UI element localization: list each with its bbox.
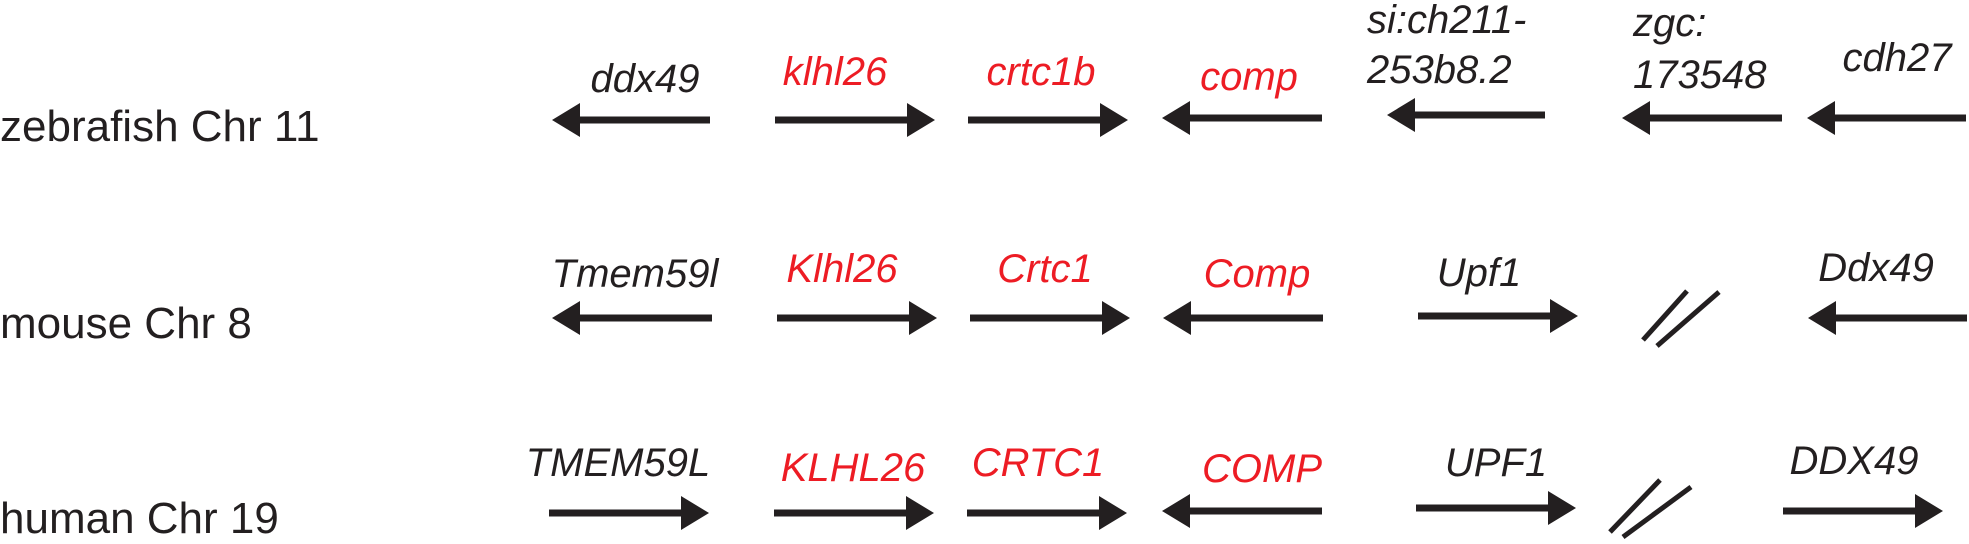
gene-upf1-mouse: Upf1: [1418, 251, 1578, 333]
gene-klhl26: klhl26: [775, 50, 935, 137]
gene-arrow: [549, 496, 709, 530]
row-label-human: human Chr 19: [0, 494, 279, 543]
gene-arrow: [1387, 98, 1545, 132]
gene-crtc1b: crtc1b: [968, 50, 1128, 137]
gene-comp: comp: [1162, 55, 1322, 135]
gene-arrow: [777, 301, 937, 335]
gene-arrow: [774, 496, 934, 530]
gene-arrow: [1807, 101, 1966, 135]
row-mouse: Tmem59l Klhl26 Crtc1 Comp Upf1 Ddx49: [552, 246, 1967, 348]
gene-label: comp: [1200, 55, 1298, 99]
gene-arrow: [1416, 491, 1576, 525]
gene-arrow: [970, 301, 1130, 335]
gene-comp-human: COMP: [1162, 447, 1322, 528]
gene-crtc1-mouse: Crtc1: [970, 247, 1130, 335]
gene-arrow: [967, 496, 1127, 530]
gene-crtc1-human: CRTC1: [967, 441, 1127, 530]
gene-arrow: [1162, 101, 1322, 135]
gene-klhl26-human: KLHL26: [774, 446, 934, 530]
break-mark: [1641, 289, 1721, 348]
gene-label: Upf1: [1437, 251, 1522, 295]
gene-label: Crtc1: [997, 247, 1093, 291]
gene-label-line-1: zgc:: [1632, 1, 1706, 45]
gene-label: UPF1: [1445, 441, 1547, 485]
gene-label: Tmem59l: [552, 252, 720, 296]
gene-arrow: [1622, 101, 1782, 135]
gene-klhl26-mouse: Klhl26: [777, 247, 937, 335]
gene-ddx49: ddx49: [552, 57, 710, 137]
gene-label: Ddx49: [1818, 246, 1934, 290]
row-label-zebrafish: zebrafish Chr 11: [0, 102, 320, 151]
gene-label: KLHL26: [781, 446, 926, 490]
gene-label: klhl26: [783, 50, 888, 94]
gene-arrow: [552, 103, 710, 137]
gene-label: crtc1b: [987, 50, 1096, 94]
gene-label: Klhl26: [786, 247, 898, 291]
gene-cdh27: cdh27: [1807, 36, 1966, 135]
gene-arrow: [775, 103, 935, 137]
gene-label: CRTC1: [972, 441, 1105, 485]
gene-tmem59l-human: TMEM59L: [526, 441, 711, 530]
gene-arrow: [1808, 301, 1967, 335]
gene-arrow: [552, 301, 712, 335]
gene-arrow: [1418, 299, 1578, 333]
gene-label: COMP: [1202, 447, 1322, 491]
gene-label-line-1: si:ch211-: [1367, 0, 1526, 42]
gene-label: ddx49: [591, 57, 700, 101]
row-zebrafish: ddx49 klhl26 crtc1b comp si:ch211- 253b8…: [552, 0, 1966, 137]
gene-arrow: [1783, 494, 1943, 528]
gene-comp-mouse: Comp: [1163, 252, 1323, 335]
gene-zgc-173548: zgc: 173548: [1622, 1, 1782, 135]
gene-label-line-2: 173548: [1633, 53, 1767, 97]
row-label-mouse: mouse Chr 8: [0, 299, 252, 348]
row-human: TMEM59L KLHL26 CRTC1 COMP UPF1 DDX49: [526, 439, 1943, 540]
gene-tmem59l: Tmem59l: [552, 252, 720, 335]
gene-ddx49-human: DDX49: [1783, 439, 1943, 528]
gene-upf1-human: UPF1: [1416, 441, 1576, 525]
break-mark: [1608, 478, 1693, 540]
gene-si-ch211-253b8-2: si:ch211- 253b8.2: [1366, 0, 1545, 132]
gene-ddx49-mouse: Ddx49: [1808, 246, 1967, 335]
gene-arrow: [1163, 301, 1323, 335]
gene-label: cdh27: [1843, 36, 1954, 80]
gene-label: DDX49: [1790, 439, 1919, 483]
gene-label: TMEM59L: [526, 441, 711, 485]
gene-arrow: [1162, 494, 1322, 528]
gene-label-line-2: 253b8.2: [1366, 48, 1512, 92]
gene-arrow: [968, 103, 1128, 137]
gene-label: Comp: [1204, 252, 1311, 296]
